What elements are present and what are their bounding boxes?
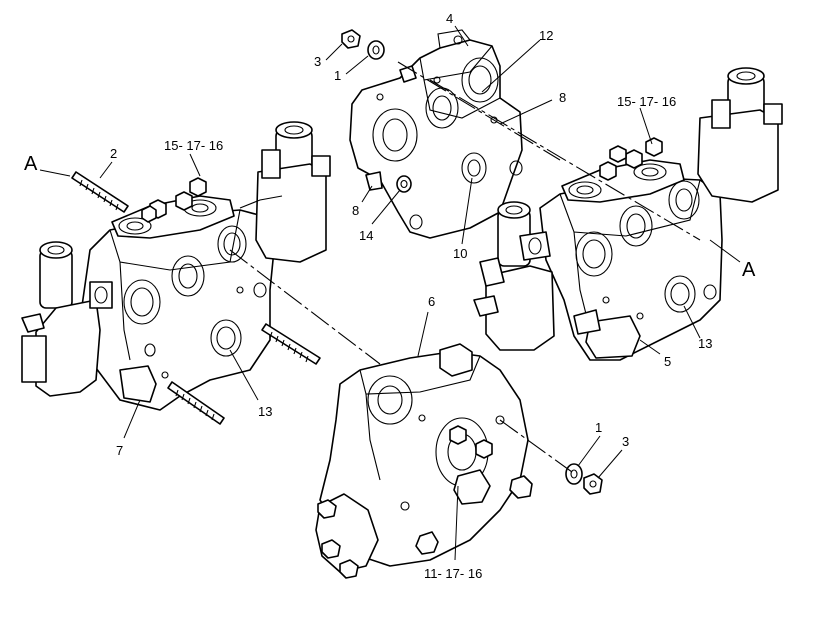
callout-8-right: 8 bbox=[559, 90, 566, 105]
callout-3-bottom: 3 bbox=[622, 434, 629, 449]
callout-a-right: A bbox=[742, 259, 756, 281]
top-center-valve-section bbox=[349, 29, 523, 239]
callout-10: 10 bbox=[453, 246, 467, 261]
left-valve-assembly bbox=[21, 121, 331, 411]
callout-15-17-16-right: 15- 17- 16 bbox=[617, 94, 676, 109]
center-lines bbox=[229, 61, 701, 473]
callout-12: 12 bbox=[539, 28, 553, 43]
callout-4: 4 bbox=[446, 11, 453, 26]
callout-labels: 3 1 4 12 8 8 14 10 2 15- 17- 16 15- 17- … bbox=[24, 11, 756, 581]
callout-1-bottom: 1 bbox=[595, 420, 602, 435]
washer-1-bottom bbox=[565, 463, 583, 485]
callout-5: 5 bbox=[664, 354, 671, 369]
callout-11-17-16: 11- 17- 16 bbox=[424, 566, 482, 581]
callout-1-top: 1 bbox=[334, 68, 341, 83]
callout-14: 14 bbox=[359, 228, 373, 243]
callout-13-left: 13 bbox=[258, 404, 272, 419]
callout-2: 2 bbox=[110, 146, 117, 161]
callout-6: 6 bbox=[428, 294, 435, 309]
leader-lines bbox=[39, 25, 741, 561]
bolt-left-c bbox=[167, 381, 225, 425]
washer-14 bbox=[396, 175, 412, 193]
washer-1-top bbox=[367, 40, 385, 60]
right-valve-assembly bbox=[473, 67, 783, 361]
bolt-left-b bbox=[261, 323, 321, 365]
callout-8-left: 8 bbox=[352, 203, 359, 218]
callout-13-right: 13 bbox=[698, 336, 712, 351]
callout-3-top: 3 bbox=[314, 54, 321, 69]
callout-a-left: A bbox=[24, 153, 38, 175]
nut-3-bottom bbox=[583, 473, 603, 495]
callout-15-17-16-left: 15- 17- 16 bbox=[164, 138, 223, 153]
bottom-center-valve-section bbox=[315, 343, 533, 579]
callout-7: 7 bbox=[116, 443, 123, 458]
nut-3-top bbox=[341, 29, 361, 49]
bolt-left-a bbox=[71, 171, 129, 213]
